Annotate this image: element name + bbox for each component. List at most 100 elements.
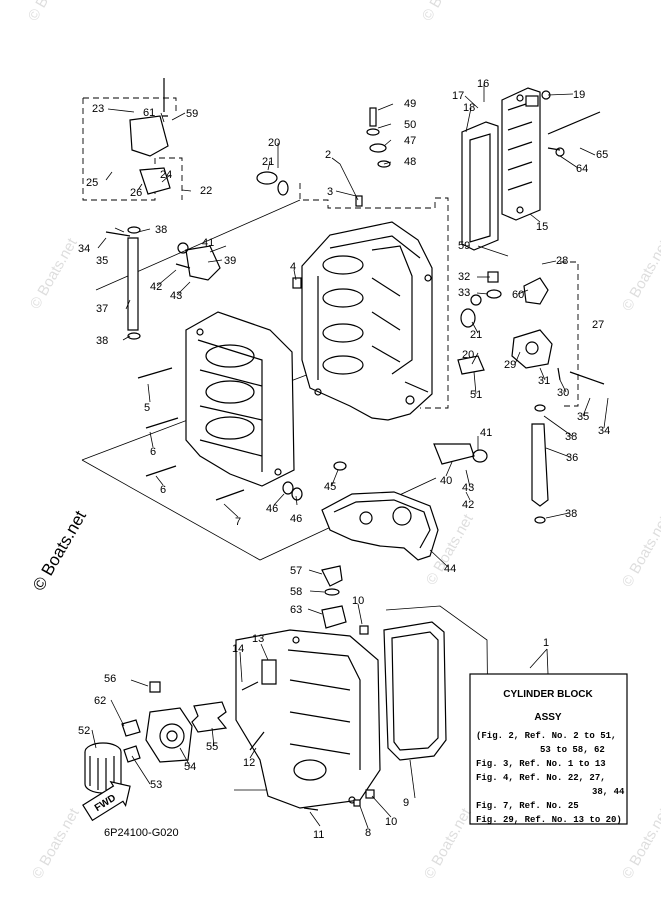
callout-16: 16: [477, 78, 489, 90]
callout-2: 2: [325, 149, 331, 161]
callout-58: 58: [290, 586, 302, 598]
callout-43: 43: [170, 290, 182, 302]
callout-4: 4: [290, 261, 296, 273]
watermark-repeat: © Boats.net: [27, 235, 81, 312]
info-box-line: (Fig. 2, Ref. No. 2 to 51,: [476, 731, 616, 741]
callout-10: 10: [352, 595, 364, 607]
callout-47: 47: [404, 135, 416, 147]
callout-31: 31: [538, 375, 550, 387]
callout-34: 34: [78, 243, 90, 255]
callout-5: 5: [144, 402, 150, 414]
callout-18: 18: [463, 102, 475, 114]
watermark-main: © Boats.net: [29, 507, 90, 594]
callout-42: 42: [150, 281, 162, 293]
callout-21: 21: [470, 329, 482, 341]
callout-41: 41: [202, 237, 214, 249]
info-box: CYLINDER BLOCK ASSY (Fig. 2, Ref. No. 2 …: [469, 673, 628, 825]
tube-37: [127, 237, 139, 331]
watermark-repeat: © Boats.net: [25, 0, 79, 24]
gasket-18: [461, 121, 499, 251]
callout-38: 38: [155, 224, 167, 236]
callout-42: 42: [462, 499, 474, 511]
callout-46: 46: [290, 513, 302, 525]
fwd-arrow: FWD: [82, 780, 131, 822]
callout-32: 32: [458, 271, 470, 283]
thermostat-housing-27: [511, 277, 553, 369]
group-frame-sensor: [83, 97, 177, 112]
info-box-title: CYLINDER BLOCK: [503, 689, 593, 700]
callout-13: 13: [252, 633, 264, 645]
callout-54: 54: [184, 761, 196, 773]
gasket-9: [383, 621, 447, 761]
callout-34: 34: [598, 425, 610, 437]
callout-26: 26: [130, 187, 142, 199]
callout-28: 28: [556, 255, 568, 267]
callout-14: 14: [232, 643, 244, 655]
callout-27: 27: [592, 319, 604, 331]
callout-49: 49: [404, 98, 416, 110]
callout-17: 17: [452, 90, 464, 102]
watermark-repeat: © Boats.net: [29, 805, 83, 882]
callout-39: 39: [224, 255, 236, 267]
info-box-line: Fig. 29, Ref. No. 13 to 20): [476, 815, 622, 825]
cylinder-block: [301, 221, 433, 421]
callout-50: 50: [404, 119, 416, 131]
callout-59: 59: [458, 240, 470, 252]
filter-bracket-54: [145, 707, 193, 763]
watermark-repeat: © Boats.net: [421, 805, 475, 882]
group-frame-block: [299, 183, 449, 409]
callout-6: 6: [150, 446, 156, 458]
callout-65: 65: [596, 149, 608, 161]
callout-60: 60: [512, 289, 524, 301]
callout-33: 33: [458, 287, 470, 299]
callout-labels: 1 2 3 4 5 6 6 7 8 9 10 10 11 12 13 14 15…: [78, 78, 610, 841]
callout-36: 36: [566, 452, 578, 464]
bolts: [105, 231, 605, 811]
gasket-55: [191, 701, 228, 733]
info-box-line: Fig. 7, Ref. No. 25: [476, 801, 579, 811]
leader-lines: [91, 84, 609, 829]
callout-56: 56: [104, 673, 116, 685]
diagram-code: 6P24100-G020: [104, 827, 179, 839]
callout-3: 3: [327, 186, 333, 198]
callout-40: 40: [440, 475, 452, 487]
info-box-line: Fig. 4, Ref. No. 22, 27,: [476, 773, 606, 783]
callout-53: 53: [150, 779, 162, 791]
callout-52: 52: [78, 725, 90, 737]
crankcase: [185, 311, 295, 487]
callout-9: 9: [403, 797, 409, 809]
callout-57: 57: [290, 565, 302, 577]
gasket-44: [321, 491, 439, 561]
callout-48: 48: [404, 156, 416, 168]
callout-6: 6: [160, 484, 166, 496]
callout-59: 59: [186, 108, 198, 120]
callout-29: 29: [504, 359, 516, 371]
watermark-repeat: © Boats.net: [619, 237, 661, 314]
callout-62: 62: [94, 695, 106, 707]
callout-37: 37: [96, 303, 108, 315]
callout-38: 38: [96, 335, 108, 347]
callout-38: 38: [565, 431, 577, 443]
callout-21: 21: [262, 156, 274, 168]
callout-55: 55: [206, 741, 218, 753]
callout-15: 15: [536, 221, 548, 233]
lower-crankcase: [235, 629, 381, 809]
callout-22: 22: [200, 185, 212, 197]
info-box-line: 53 to 58, 62: [540, 745, 605, 755]
callout-46: 46: [266, 503, 278, 515]
tube-36: [531, 423, 549, 507]
callout-11: 11: [313, 829, 324, 841]
callout-41: 41: [480, 427, 492, 439]
callout-45: 45: [324, 481, 336, 493]
callout-19: 19: [573, 89, 585, 101]
callout-10: 10: [385, 816, 397, 828]
callout-30: 30: [557, 387, 569, 399]
callout-51: 51: [470, 389, 482, 401]
callout-7: 7: [235, 516, 241, 528]
callout-20: 20: [268, 137, 280, 149]
info-box-line: 38, 44: [592, 787, 625, 797]
watermark-repeat: © Boats.net: [419, 0, 473, 24]
callout-35: 35: [577, 411, 589, 423]
callout-20: 20: [462, 349, 474, 361]
